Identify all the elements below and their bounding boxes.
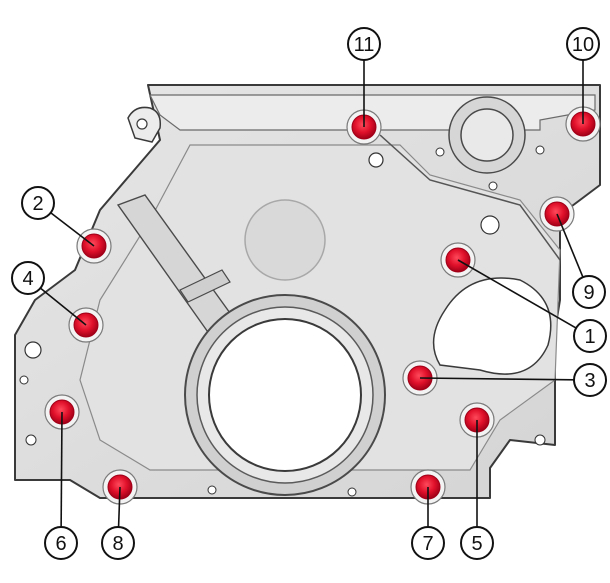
callout-group: 1 2 3 4 5 6 7 8 9 10 11	[11, 27, 607, 560]
callout-circle-2	[21, 186, 55, 220]
callout-circle-11	[347, 27, 381, 61]
callout-label-1: 1	[584, 326, 595, 348]
leader-line-group	[39, 60, 584, 528]
callout-circle-6	[44, 526, 78, 560]
callout-circle-4	[11, 261, 45, 295]
leader-line-3	[419, 377, 575, 381]
callout-label-11: 11	[354, 34, 375, 56]
small-hole	[480, 215, 500, 235]
leader-line-4	[39, 287, 87, 326]
small-hole	[207, 485, 217, 495]
callout-circle-9	[572, 275, 606, 309]
leader-line-6	[60, 411, 63, 528]
leader-line-2	[50, 212, 95, 247]
small-hole	[25, 434, 37, 446]
small-hole	[368, 152, 384, 168]
small-hole	[19, 375, 29, 385]
pump-boss-left-hole	[435, 147, 445, 157]
callout-circle-1	[573, 319, 607, 353]
callout-circle-5	[460, 526, 494, 560]
callout-label-7: 7	[422, 533, 433, 555]
callout-circle-10	[566, 27, 600, 61]
leader-line-8	[117, 486, 121, 528]
pump-boss-inner	[460, 108, 514, 162]
callout-label-5: 5	[471, 533, 482, 555]
seal-opening	[208, 318, 362, 472]
callout-label-6: 6	[55, 533, 66, 555]
callout-circle-7	[411, 526, 445, 560]
callout-circle-3	[573, 363, 607, 397]
small-hole	[347, 487, 357, 497]
small-hole	[534, 434, 546, 446]
strap-clip	[179, 269, 231, 303]
callout-label-2: 2	[32, 193, 43, 215]
lug-hole	[136, 118, 148, 130]
callout-label-9: 9	[583, 282, 594, 304]
upper-recess	[244, 199, 326, 281]
ridge-line	[379, 134, 561, 261]
pump-boss-bottom-hole	[488, 181, 498, 191]
callout-label-10: 10	[572, 34, 594, 56]
callout-label-3: 3	[584, 370, 595, 392]
callout-label-4: 4	[22, 268, 33, 290]
pump-boss-right-hole	[535, 145, 545, 155]
callout-label-8: 8	[112, 533, 123, 555]
leader-line-9	[556, 213, 584, 278]
small-hole	[24, 341, 42, 359]
callout-circle-8	[101, 526, 135, 560]
leader-line-1	[457, 259, 577, 329]
